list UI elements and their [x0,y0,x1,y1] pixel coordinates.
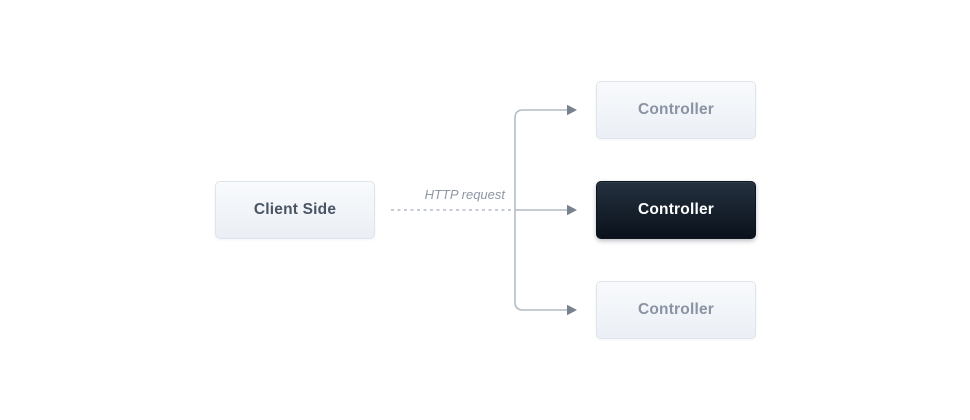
arrowhead-bottom-icon [567,304,577,316]
controller-box-bottom: Controller [596,281,756,339]
controller-box-top: Controller [596,81,756,139]
controller-bottom-label: Controller [637,301,715,318]
client-side-box: Client Side [215,181,375,239]
http-request-label: HTTP request [424,187,505,202]
branch-rail-line [514,109,568,311]
controller-box-middle-active: Controller [596,181,756,239]
controller-middle-label: Controller [637,201,715,218]
client-side-label: Client Side [253,201,337,218]
controller-top-label: Controller [637,101,715,118]
arrowhead-middle-icon [567,204,577,216]
arrowhead-top-icon [567,104,577,116]
